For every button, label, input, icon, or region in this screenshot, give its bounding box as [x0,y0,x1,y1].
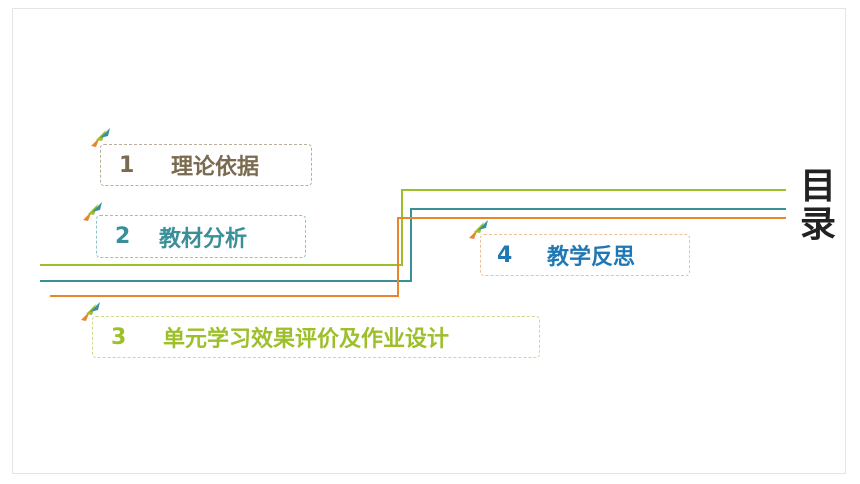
olive-line [40,189,786,266]
toc-item-4[interactable]: 4 教学反思 [480,234,690,276]
triangle-pin-icon [91,128,110,147]
triangle-pin-icon [83,202,102,221]
toc-item-1[interactable]: 1 理论依据 [100,144,312,186]
triangle-pin-icon [81,302,100,321]
toc-item-number: 2 [115,224,131,249]
orange-line [50,217,786,297]
toc-item-label: 教材分析 [159,226,248,252]
toc-item-label: 单元学习效果评价及作业设计 [163,327,450,352]
teal-line [40,208,786,282]
toc-item-number: 1 [119,152,135,178]
slide-frame [12,8,846,474]
toc-item-3[interactable]: 3 单元学习效果评价及作业设计 [92,316,540,358]
toc-item-2[interactable]: 2 教材分析 [96,215,306,258]
toc-item-label: 理论依据 [171,155,260,180]
toc-item-number: 4 [497,242,513,268]
page-title: 目录 [799,166,836,245]
toc-item-number: 3 [111,324,127,350]
toc-item-label: 教学反思 [547,245,636,270]
triangle-pin-icon [469,220,488,239]
